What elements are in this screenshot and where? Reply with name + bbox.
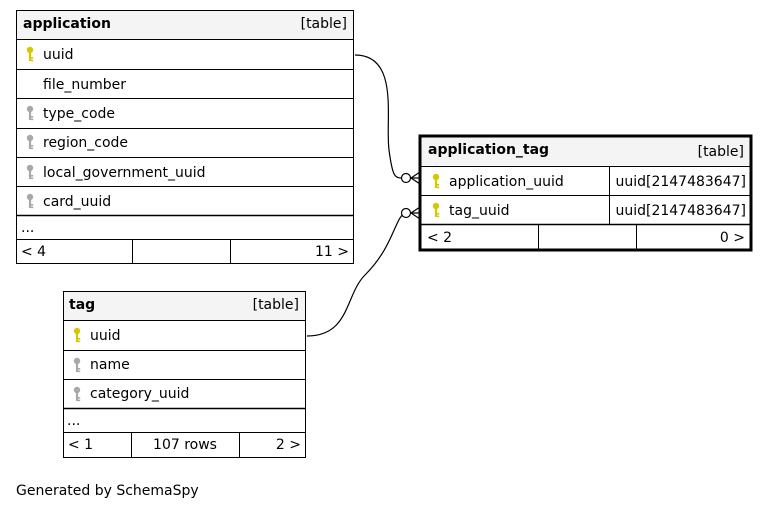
relationship-edge-application-to-application-tag — [354, 54, 407, 179]
table-header — [421, 137, 750, 166]
table-type-label: [table] — [301, 16, 347, 32]
column-name: tag_uuid — [449, 203, 509, 219]
relationship-endpoint-application-tag-2 — [400, 206, 421, 220]
more-columns-indicator: ... — [67, 413, 80, 429]
generated-by-footer: Generated by SchemaSpy — [16, 483, 199, 499]
table-application-tag[interactable]: application_tag [table] application_uuid… — [418, 134, 753, 252]
column-name: category_uuid — [90, 386, 189, 402]
table-header — [64, 292, 305, 320]
table-title: application — [23, 16, 111, 32]
relationship-edge-tag-to-application-tag — [306, 212, 407, 337]
parents-count: < 2 — [427, 230, 452, 246]
column-name: region_code — [43, 135, 128, 151]
children-count: 2 > — [276, 437, 301, 453]
column-name: file_number — [43, 77, 126, 93]
table-header — [17, 11, 353, 39]
column-name: uuid — [43, 47, 74, 63]
column-name: application_uuid — [449, 174, 564, 190]
column-name: uuid — [90, 328, 121, 344]
children-count: 11 > — [315, 244, 349, 260]
column-type: uuid[2147483647] — [615, 174, 746, 190]
children-count: 0 > — [720, 230, 745, 246]
table-tag[interactable]: tag [table] uuid name category_uuid ... … — [63, 291, 306, 458]
table-type-label: [table] — [698, 144, 744, 160]
table-title: application_tag — [428, 142, 549, 158]
column-name: card_uuid — [43, 194, 111, 210]
parents-count: < 4 — [21, 244, 46, 260]
column-name: name — [90, 357, 130, 373]
column-name: type_code — [43, 106, 115, 122]
parents-count: < 1 — [68, 437, 93, 453]
column-name: local_government_uuid — [43, 165, 206, 181]
column-type: uuid[2147483647] — [615, 203, 746, 219]
row-count: 107 rows — [153, 437, 217, 453]
more-columns-indicator: ... — [21, 220, 34, 236]
table-type-label: [table] — [253, 297, 299, 313]
table-title: tag — [69, 297, 95, 313]
relationship-endpoint-application-tag-1 — [400, 171, 421, 185]
table-application[interactable]: application [table] uuid file_number typ… — [16, 10, 354, 264]
